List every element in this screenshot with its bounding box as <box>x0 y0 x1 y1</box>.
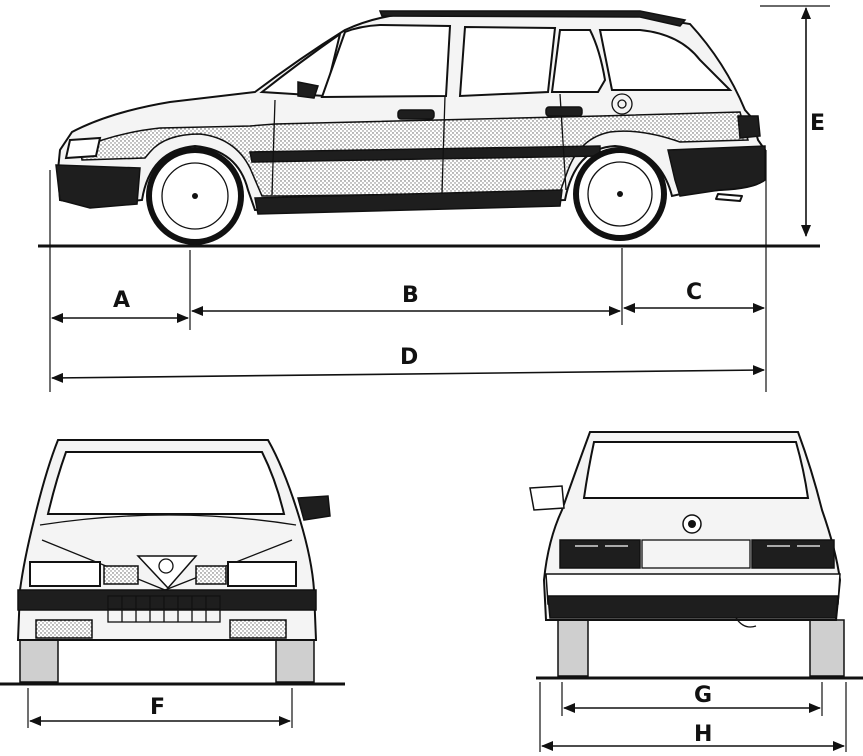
fuel-cap <box>611 93 633 115</box>
front-wheel <box>146 147 244 245</box>
rear-window <box>582 441 810 499</box>
front-right-mirror <box>297 495 331 521</box>
dim-label-a: A <box>113 288 130 313</box>
dim-label-c: C <box>686 280 702 305</box>
roof-rail <box>378 10 687 27</box>
dim-label-h: H <box>694 722 712 747</box>
rear-door-window <box>458 25 557 98</box>
front-bumper-bar <box>17 589 317 611</box>
front-left-headlight <box>29 561 101 587</box>
dim-label-g: G <box>694 683 712 708</box>
front-bumper <box>55 164 141 209</box>
dim-line-d <box>51 365 765 383</box>
rear-side-window <box>598 29 733 91</box>
exhaust <box>715 193 743 202</box>
front-door-window <box>320 23 452 99</box>
rear-left-tire <box>557 619 589 677</box>
rear-door-handle <box>545 106 583 117</box>
rear-lower-valance <box>547 595 839 619</box>
rear-right-tire <box>809 619 845 677</box>
front-badge <box>158 558 174 574</box>
rear-exhaust <box>735 617 757 628</box>
side-mirror <box>297 81 319 99</box>
dim-label-b: B <box>402 283 419 308</box>
rear-bumper <box>667 145 766 197</box>
front-right-foglight <box>229 619 287 639</box>
front-left-tire <box>19 639 59 683</box>
front-door-handle <box>397 109 435 120</box>
front-right-headlight <box>227 561 297 587</box>
dim-label-f: F <box>150 695 165 720</box>
side-sill <box>254 189 563 215</box>
dim-label-d: D <box>400 345 418 370</box>
rear-wheel <box>573 147 667 241</box>
front-left-foglight <box>35 619 93 639</box>
dim-label-e: E <box>810 111 825 136</box>
front-right-tire <box>275 639 315 683</box>
rear-left-mirror <box>529 485 565 511</box>
windshield <box>259 31 342 98</box>
rear-view: G H <box>529 431 863 752</box>
headlight <box>64 136 102 160</box>
quarter-window <box>550 29 607 93</box>
front-view: F <box>0 439 345 728</box>
lower-grille <box>107 595 221 623</box>
grille-shield <box>136 555 198 590</box>
side-view: A B C D E <box>38 5 830 392</box>
rear-left-taillight <box>559 539 641 569</box>
front-windshield <box>46 451 286 515</box>
rear-plate-area <box>641 539 751 569</box>
tail-light <box>737 115 761 139</box>
rear-right-taillight <box>751 539 835 569</box>
